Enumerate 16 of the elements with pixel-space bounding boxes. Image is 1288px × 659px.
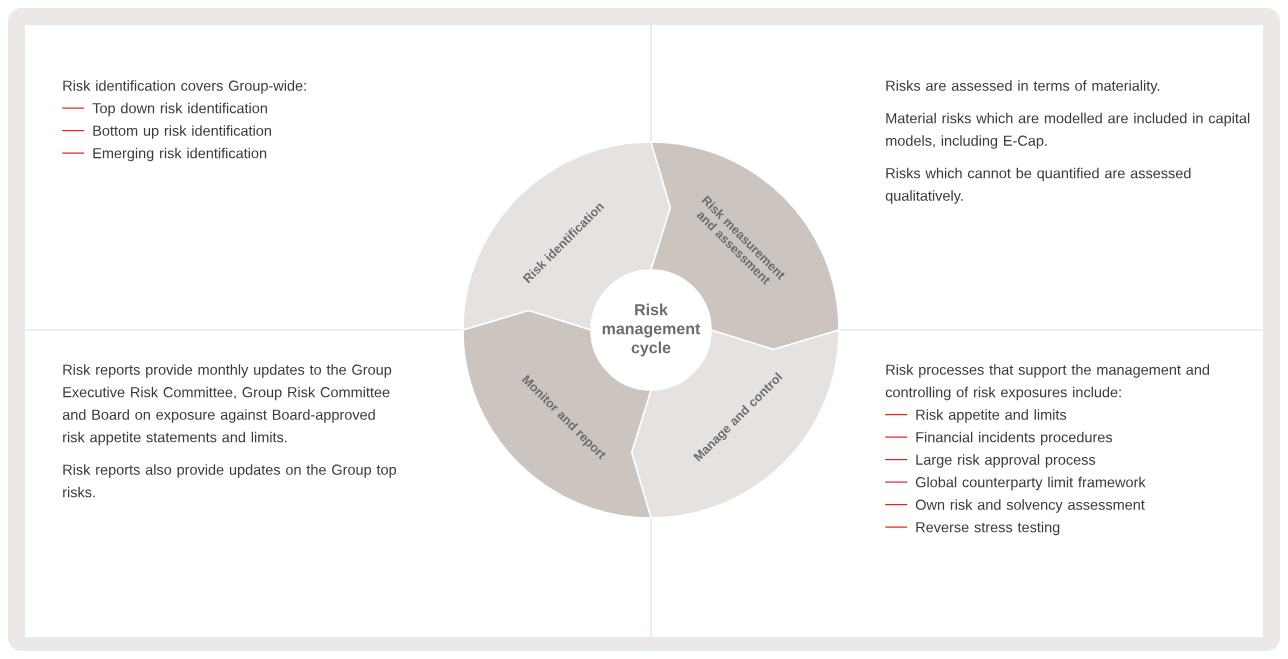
paragraph: Risk reports also provide updates on the Group top risks. (63, 464, 397, 498)
list-item: Own risk and solvency assessment (915, 499, 1145, 513)
list-item: Financial incidents procedures (916, 431, 1113, 446)
paragraph: Material risks which are modelled are included in capital models, including E-Cap. (886, 112, 1250, 149)
paragraph: Risk reports provide monthly updates to the Group Executive Risk Committee, Group Risk Committee and Board on exposure against Board-approved risk appetite statements and limits. (62, 364, 392, 446)
paragraph: Risk processes that support the management and controlling of risk exposures include: (885, 364, 1210, 401)
paragraph: Risk identification covers Group-wide: (63, 80, 306, 94)
list-item: Reverse stress testing (916, 521, 1060, 536)
list-item: Bottom up risk identification (93, 125, 271, 139)
list-item: Global counterparty limit framework (915, 476, 1146, 491)
list-item: Top down risk identification (92, 102, 267, 117)
paragraph: Risks are assessed in terms of materiality. (886, 80, 1160, 94)
paragraph: Risks which cannot be quantified are assessed qualitatively. (885, 167, 1191, 204)
list-item: Emerging risk identification (93, 147, 267, 162)
list-item: Large risk approval process (916, 454, 1096, 468)
list-item: Risk appetite and limits (916, 409, 1067, 423)
